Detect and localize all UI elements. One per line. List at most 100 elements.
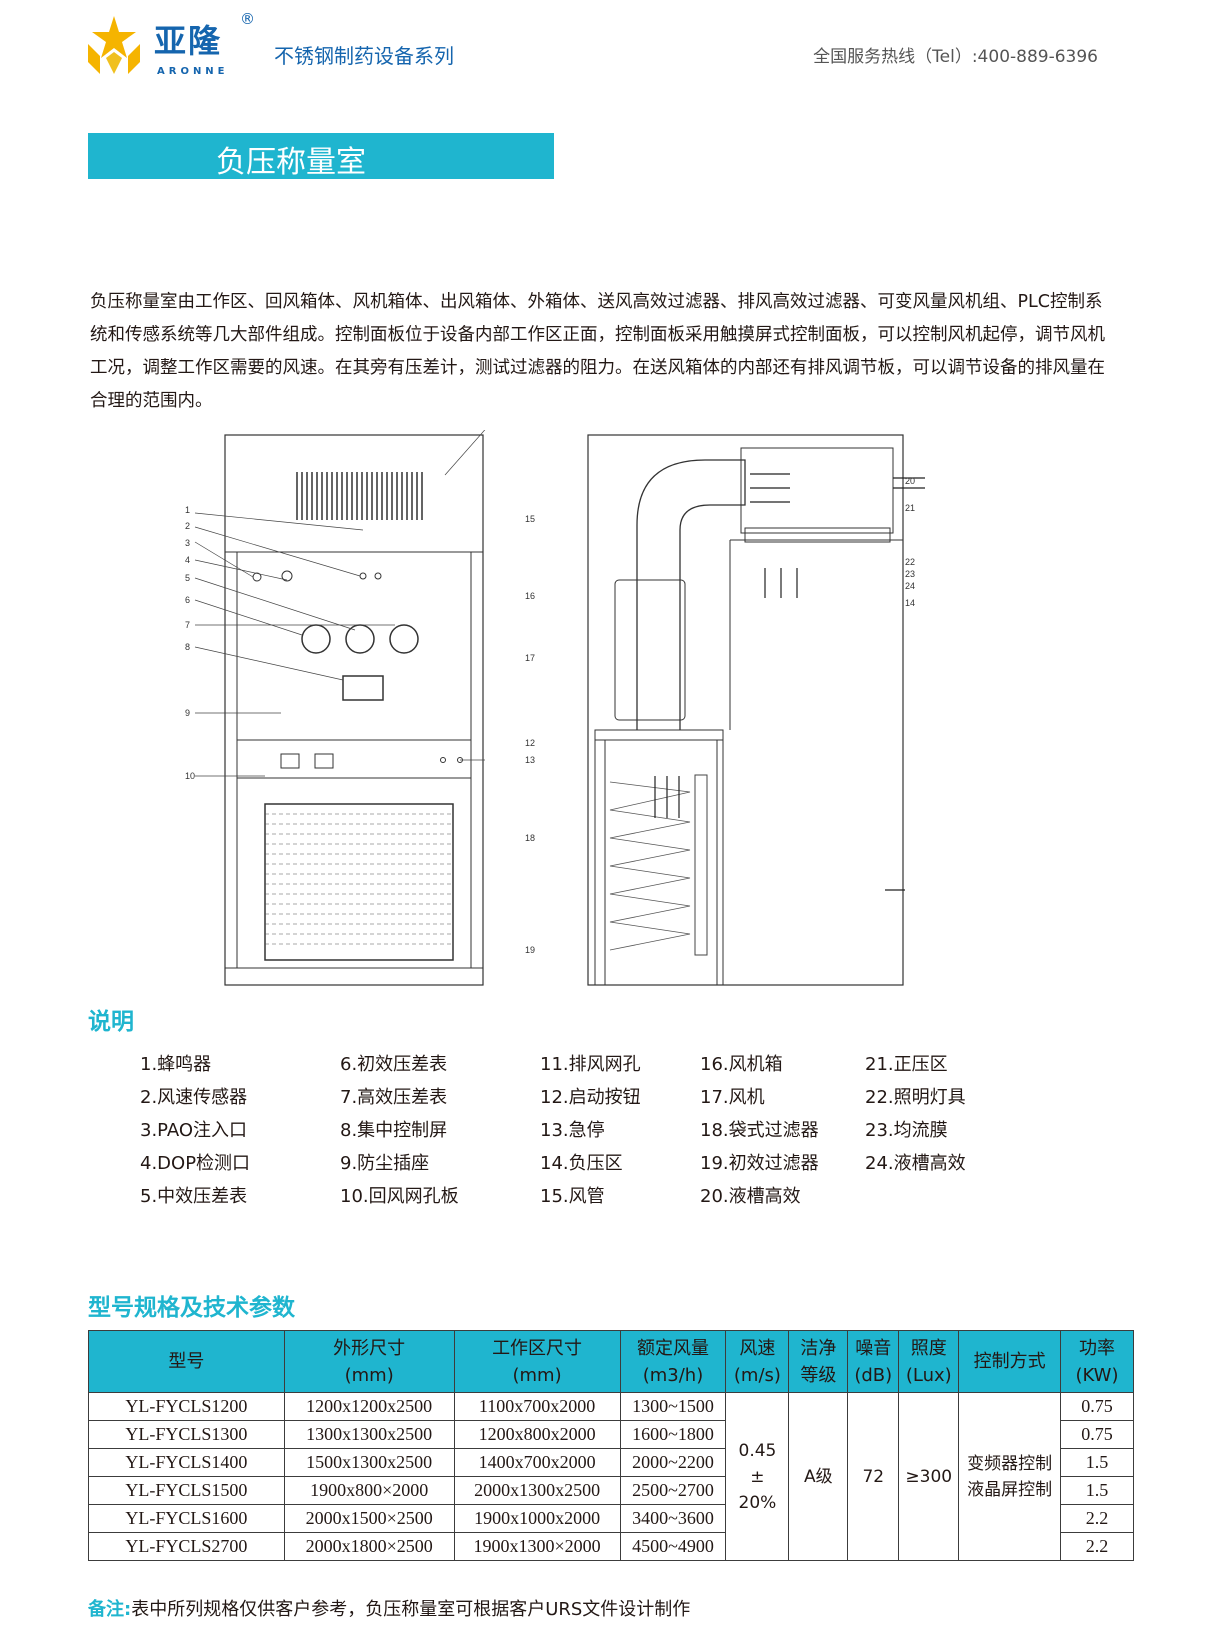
callout-20: 20 <box>905 476 915 486</box>
title-banner: 负压称量室 <box>88 133 554 180</box>
legend-column-4: 16.风机箱 17.风机 18.袋式过滤器 19.初效过滤器 20.液槽高效 <box>700 1050 819 1215</box>
legend-item: 2.风速传感器 <box>140 1087 248 1108</box>
intro-paragraph: 负压称量室由工作区、回风箱体、风机箱体、出风箱体、外箱体、送风高效过滤器、排风高… <box>90 292 1105 411</box>
cell-outer: 2000x1800×2500 <box>283 1532 455 1561</box>
cell-outer: 1300x1300x2500 <box>283 1420 455 1449</box>
cell-speed: 0.45±20% <box>725 1392 790 1561</box>
legend-item: 1.蜂鸣器 <box>140 1054 212 1075</box>
legend-column-1: 1.蜂鸣器 2.风速传感器 3.PAO注入口 4.DOP检测口 5.中效压差表 <box>140 1050 250 1215</box>
callout-8: 8 <box>185 642 190 652</box>
legend-item: 21.正压区 <box>865 1054 948 1075</box>
th-airflow: 额定风量(m3/h) <box>619 1330 727 1393</box>
cell-power: 1.5 <box>1060 1476 1134 1505</box>
callout-4: 4 <box>185 555 190 565</box>
spec-table: 型号 外形尺寸(mm) 工作区尺寸(mm) 额定风量(m3/h) 风速(m/s)… <box>88 1330 1134 1561</box>
callout-23: 23 <box>905 569 915 579</box>
legend-column-3: 11.排风网孔 12.启动按钮 13.急停 14.负压区 15.风管 <box>540 1050 641 1215</box>
cell-model: YL-FYCLS2700 <box>88 1532 285 1561</box>
table-row: YL-FYCLS2700 2000x1800×2500 1900x1300×20… <box>88 1532 1134 1561</box>
cell-work: 1200x800x2000 <box>453 1420 621 1449</box>
table-row: YL-FYCLS1300 1300x1300x2500 1200x800x200… <box>88 1420 1134 1449</box>
cell-work: 2000x1300x2500 <box>453 1476 621 1505</box>
footnote: 备注:表中所列规格仅供客户参考，负压称量室可根据客户URS文件设计制作 <box>88 1595 690 1621</box>
legend-heading: 说明 <box>88 1009 134 1035</box>
callout-12: 12 <box>525 738 535 748</box>
callout-21: 21 <box>905 503 915 513</box>
th-outer-size: 外形尺寸(mm) <box>283 1330 455 1393</box>
th-speed: 风速(m/s) <box>725 1330 790 1393</box>
table-row: YL-FYCLS1600 2000x1500×2500 1900x1000x20… <box>88 1504 1134 1533</box>
service-hotline: 全国服务热线（Tel）:400-889-6396 <box>813 47 1098 67</box>
callout-22: 22 <box>905 557 915 567</box>
th-control: 控制方式 <box>958 1330 1062 1393</box>
logo-english: ARONNE <box>157 66 229 77</box>
cell-outer: 1500x1300x2500 <box>283 1448 455 1477</box>
cell-air: 2500~2700 <box>619 1476 727 1505</box>
callout-16: 16 <box>525 591 535 601</box>
cell-outer: 2000x1500×2500 <box>283 1504 455 1533</box>
exhaust-grille <box>296 472 423 520</box>
legend-item: 6.初效压差表 <box>340 1054 448 1075</box>
cell-work: 1900x1300×2000 <box>453 1532 621 1561</box>
callout-13: 13 <box>525 755 535 765</box>
cell-work: 1900x1000x2000 <box>453 1504 621 1533</box>
cell-work: 1100x700x2000 <box>453 1392 621 1421</box>
callout-6: 6 <box>185 595 190 605</box>
legend-item: 11.排风网孔 <box>540 1054 641 1075</box>
th-model: 型号 <box>88 1330 285 1393</box>
legend: 1.蜂鸣器 2.风速传感器 3.PAO注入口 4.DOP检测口 5.中效压差表 … <box>140 1050 1040 1220</box>
cell-power: 2.2 <box>1060 1504 1134 1533</box>
registered-mark: ® <box>240 10 255 28</box>
legend-item: 20.液槽高效 <box>700 1186 801 1207</box>
callout-24: 24 <box>905 581 915 591</box>
cell-power: 0.75 <box>1060 1392 1134 1421</box>
legend-item: 7.高效压差表 <box>340 1087 448 1108</box>
legend-item: 13.急停 <box>540 1120 605 1141</box>
callout-17: 17 <box>525 653 535 663</box>
table-row: YL-FYCLS1200 1200x1200x2500 1100x700x200… <box>88 1392 1134 1561</box>
legend-item: 14.负压区 <box>540 1153 623 1174</box>
footnote-label: 备注: <box>88 1599 132 1620</box>
footnote-text: 表中所列规格仅供客户参考，负压称量室可根据客户URS文件设计制作 <box>131 1599 691 1620</box>
callout-7: 7 <box>185 620 190 630</box>
legend-item: 19.初效过滤器 <box>700 1153 819 1174</box>
legend-item: 23.均流膜 <box>865 1120 948 1141</box>
legend-item: 12.启动按钮 <box>540 1087 641 1108</box>
spec-header-row: 型号 外形尺寸(mm) 工作区尺寸(mm) 额定风量(m3/h) 风速(m/s)… <box>88 1330 1134 1393</box>
diagram-callout-labels: 1 2 3 4 5 6 7 8 9 10 11 12 13 14 15 16 1… <box>185 476 915 955</box>
callout-18: 18 <box>525 833 535 843</box>
cell-air: 4500~4900 <box>619 1532 727 1561</box>
legend-item: 10.回风网孔板 <box>340 1186 459 1207</box>
cell-air: 1600~1800 <box>619 1420 727 1449</box>
callout-14: 14 <box>905 598 915 608</box>
callout-19: 19 <box>525 945 535 955</box>
cell-power: 2.2 <box>1060 1532 1134 1561</box>
callout-1: 1 <box>185 505 190 515</box>
th-power: 功率(KW) <box>1060 1330 1134 1393</box>
callout-9: 9 <box>185 708 190 718</box>
th-noise: 噪音(dB) <box>847 1330 900 1393</box>
legend-item: 5.中效压差表 <box>140 1186 248 1207</box>
cell-model: YL-FYCLS1400 <box>88 1448 285 1477</box>
legend-item: 9.防尘插座 <box>340 1153 430 1174</box>
cell-model: YL-FYCLS1500 <box>88 1476 285 1505</box>
logo-text: 亚隆 <box>154 22 223 60</box>
cell-cleanliness: A级 <box>788 1392 849 1561</box>
legend-item: 15.风管 <box>540 1186 605 1207</box>
callout-10: 10 <box>185 771 195 781</box>
cell-model: YL-FYCLS1600 <box>88 1504 285 1533</box>
legend-item: 17.风机 <box>700 1087 765 1108</box>
th-illuminance: 照度(Lux) <box>898 1330 960 1393</box>
legend-item: 22.照明灯具 <box>865 1087 966 1108</box>
cell-noise: 72 <box>847 1392 900 1561</box>
legend-item: 3.PAO注入口 <box>140 1120 248 1141</box>
legend-item: 24.液槽高效 <box>865 1153 966 1174</box>
legend-item: 8.集中控制屏 <box>340 1120 448 1141</box>
cell-illuminance: ≥300 <box>898 1392 960 1561</box>
legend-item: 18.袋式过滤器 <box>700 1120 819 1141</box>
cell-outer: 1200x1200x2500 <box>283 1392 455 1421</box>
aronne-logo-icon <box>88 16 140 74</box>
cell-work: 1400x700x2000 <box>453 1448 621 1477</box>
series-tagline: 不锈钢制药设备系列 <box>274 44 454 68</box>
equipment-diagram: 1 2 3 4 5 6 7 8 9 10 11 12 13 14 15 16 1… <box>185 430 925 986</box>
